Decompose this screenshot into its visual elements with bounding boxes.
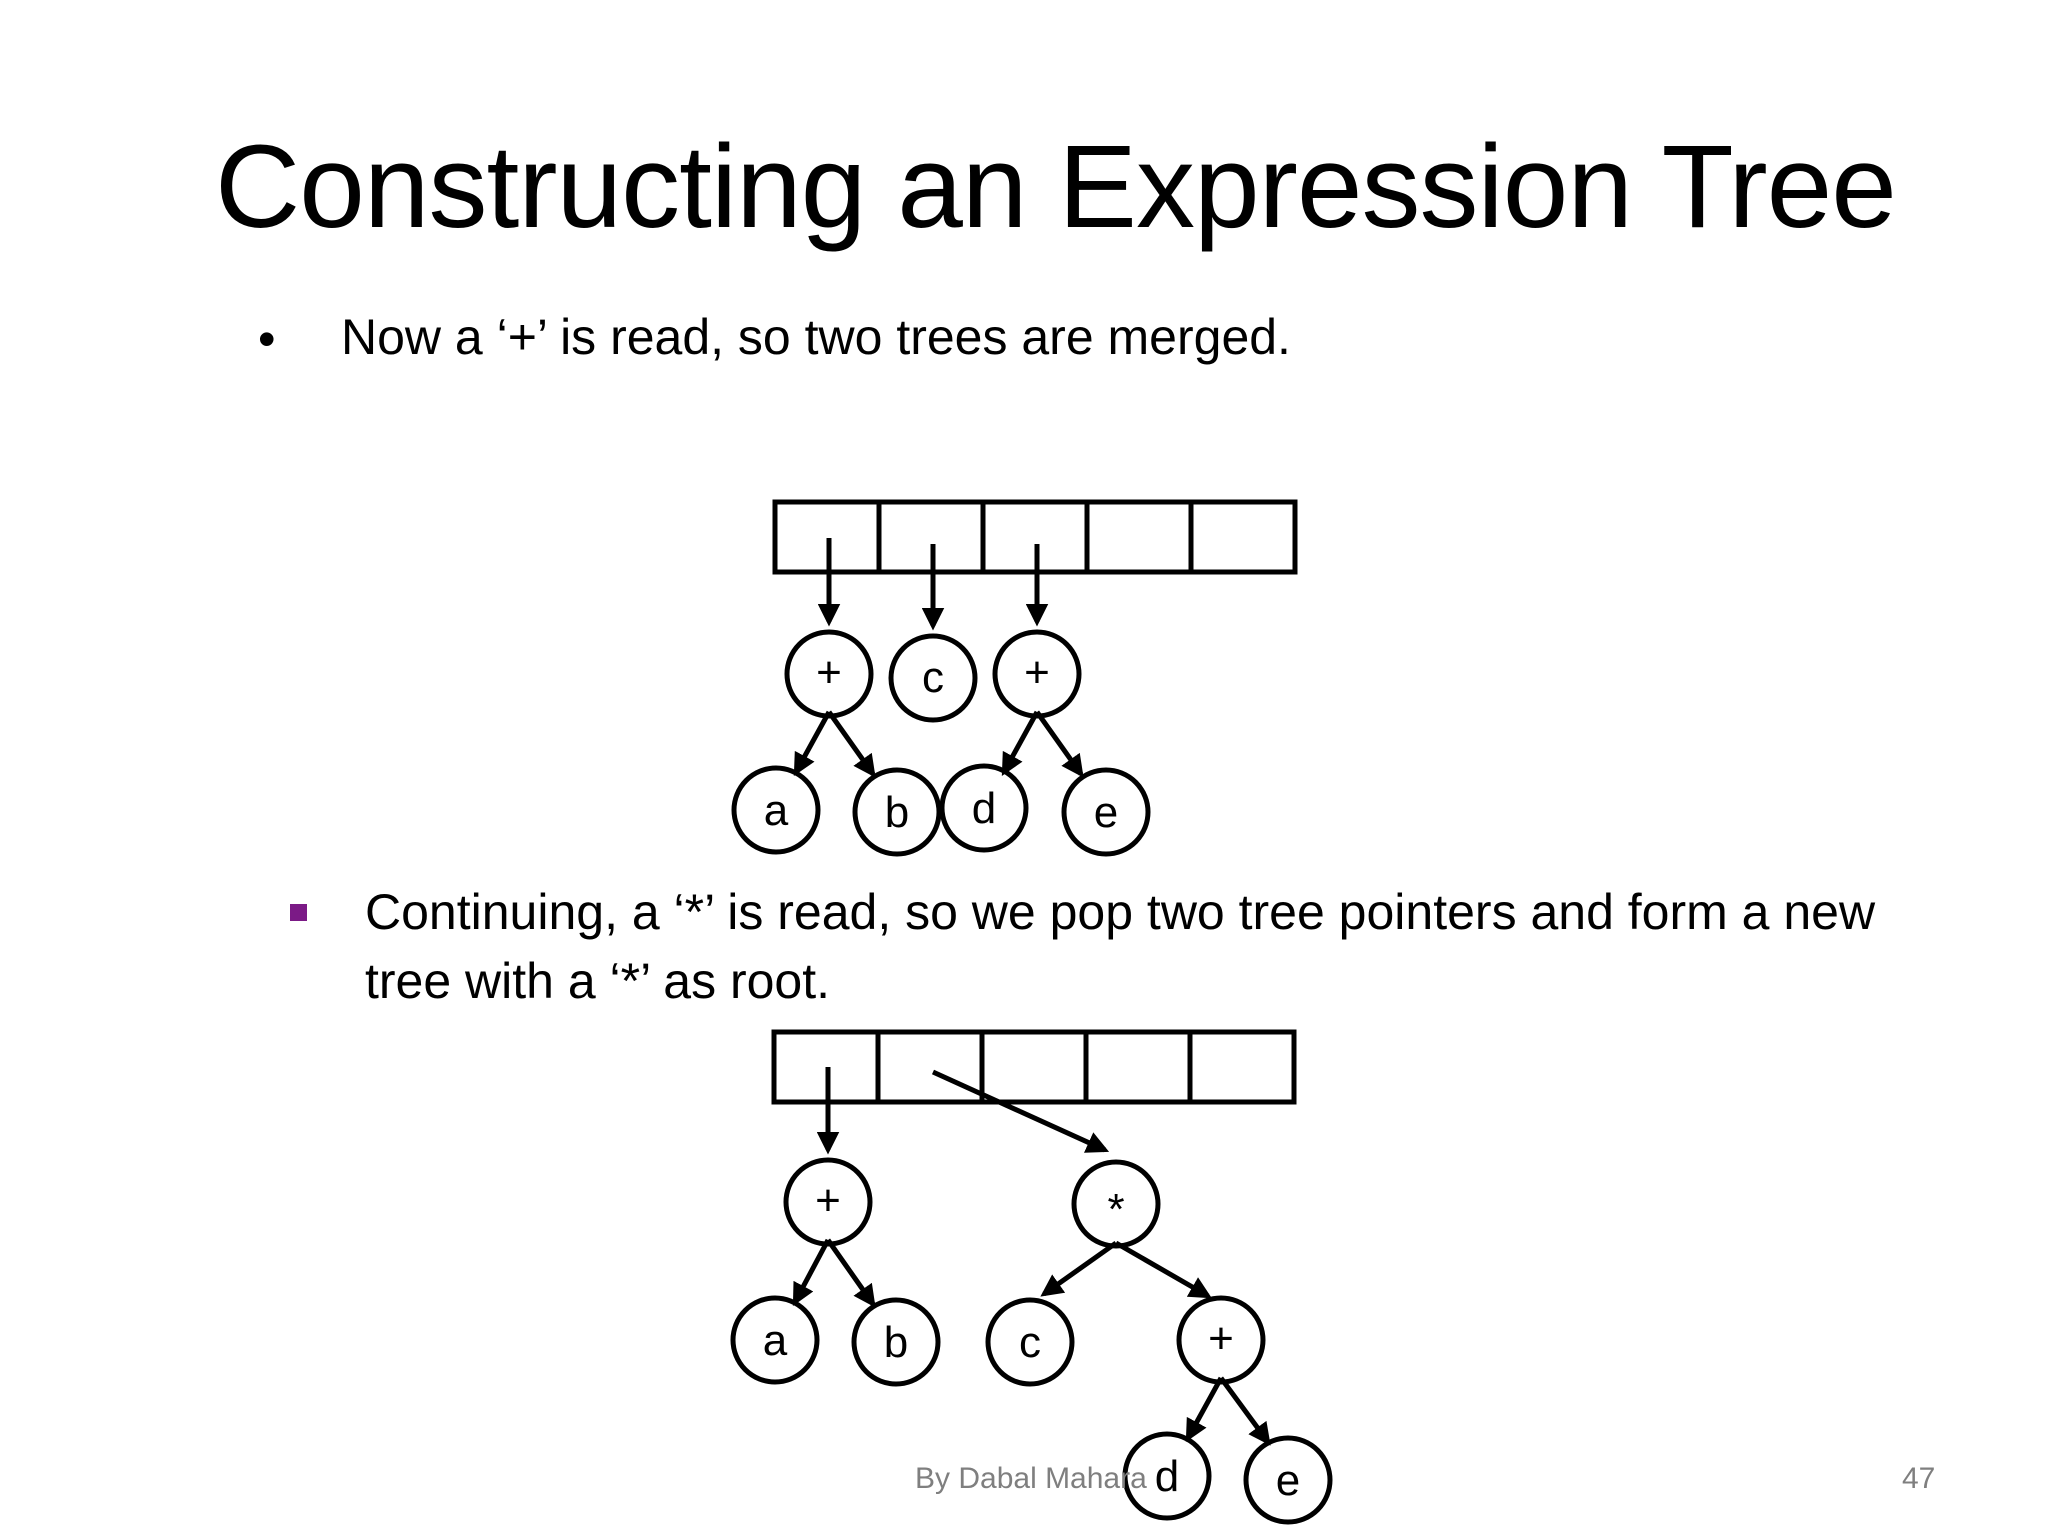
node-label: * — [1107, 1185, 1124, 1234]
node-label: + — [815, 1176, 841, 1225]
bullet-1-text: Now a ‘+’ is read, so two trees are merg… — [341, 309, 1291, 365]
node-label: e — [1276, 1456, 1300, 1505]
page-number: 47 — [1902, 1462, 1936, 1495]
tree-edge-arrow — [1001, 710, 1040, 776]
tree-edge-arrow — [826, 710, 876, 778]
tree-node — [730, 1295, 820, 1385]
node-label: + — [1024, 648, 1050, 697]
node-label: b — [885, 788, 909, 837]
bullet-2-line-2: tree with a ‘*’ as root. — [365, 953, 831, 1009]
node-label: a — [764, 786, 789, 835]
tree-edge-arrow — [1034, 710, 1084, 778]
tree-edge-arrow — [792, 1238, 831, 1306]
bullet-1-marker: • — [258, 311, 276, 367]
tree-edge-arrow — [793, 710, 832, 776]
tree-node — [888, 633, 978, 723]
tree-edge-arrow — [1185, 1376, 1224, 1442]
tree-node — [985, 1297, 1075, 1387]
tree-node — [1243, 1435, 1333, 1525]
diagram-2 — [730, 1029, 1333, 1525]
tree-node — [1071, 1159, 1161, 1249]
tree-node — [939, 763, 1029, 853]
node-label: b — [884, 1318, 908, 1367]
node-label: c — [1019, 1318, 1041, 1367]
tree-node — [731, 765, 821, 855]
tree-edge-arrow — [1114, 1240, 1212, 1299]
node-label: e — [1094, 788, 1118, 837]
tree-node — [852, 767, 942, 857]
node-label: c — [922, 653, 944, 702]
tree-node — [992, 629, 1082, 719]
node-label: + — [816, 648, 842, 697]
slide-title: Constructing an Expression Tree — [215, 121, 1897, 253]
tree-edge-arrow — [1218, 1376, 1271, 1446]
diagram-2-labels: + * a b c + d e — [763, 1176, 1300, 1505]
diagram-1 — [731, 499, 1298, 857]
stack-pointer-arrow — [931, 1069, 1110, 1153]
diagram-1-labels: + c + a b d e — [764, 648, 1118, 837]
node-label: d — [972, 784, 996, 833]
tree-node — [784, 629, 874, 719]
node-label: d — [1155, 1452, 1179, 1501]
tree-node — [1061, 767, 1151, 857]
bullet-2-text: Continuing, a ‘*’ is read, so we pop two… — [365, 878, 2048, 1016]
tree-node — [1122, 1431, 1212, 1521]
tree-node — [783, 1157, 873, 1247]
node-label: + — [1208, 1314, 1234, 1363]
bullet-2-line-1: Continuing, a ‘*’ is read, so we pop two… — [365, 884, 1876, 940]
tree-node — [1176, 1295, 1266, 1385]
footer-author: By Dabal Mahara — [915, 1462, 1147, 1495]
bullet-2-marker — [290, 904, 307, 921]
tree-node — [851, 1297, 941, 1387]
stack-array-2 — [771, 1029, 1297, 1105]
tree-edge-arrow — [825, 1238, 876, 1308]
node-label: a — [763, 1316, 788, 1365]
tree-edge-arrow — [1040, 1240, 1118, 1297]
